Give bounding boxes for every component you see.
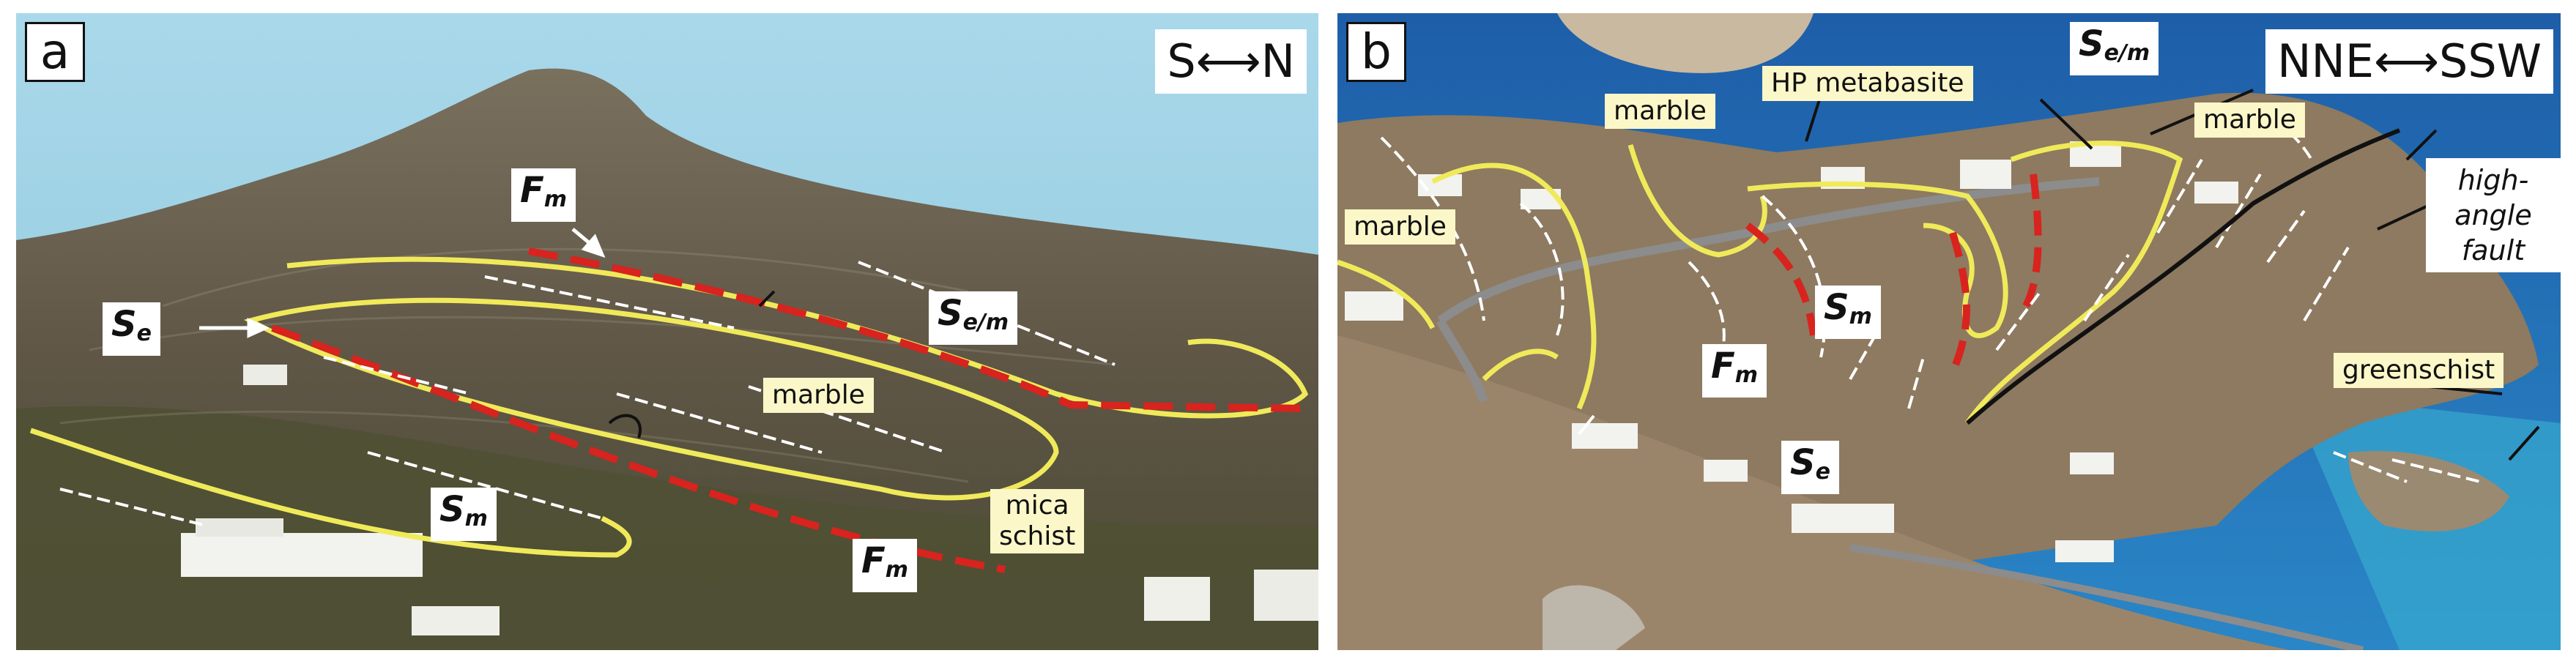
orientation-left: S [1167,34,1196,88]
label-fold-axis-b: Fm [1702,344,1767,398]
orientation-indicator-a: S⟷N [1155,29,1307,94]
orientation-left: NNE [2277,34,2375,88]
label-marble-right: marble [2194,102,2305,138]
double-arrow-icon: ⟷ [1195,34,1261,88]
double-arrow-icon: ⟷ [2374,34,2439,88]
coastline-photo-b [1337,13,2561,650]
label-fold-axis-bottom: Fm [853,539,918,592]
label-marble-left: marble [1345,209,1455,245]
panel-label-b: b [1346,22,1406,82]
orientation-right: SSW [2438,34,2542,88]
label-s-m: Sm [431,488,497,541]
orientation-right: N [1261,34,1295,88]
label-greenschist: greenschist [2334,353,2504,388]
hillside-photo-a [16,13,1318,650]
label-s-em-b: Se/m [2070,22,2159,75]
label-marble-top: marble [1605,94,1715,129]
panel-label-a: a [25,22,85,82]
label-s-e: Se [103,302,160,356]
label-fold-axis-top: Fm [511,168,576,222]
photo-panel-b: b NNE⟷SSW Se/m HP metabasite marble marb… [1337,13,2561,650]
label-marble: marble [763,378,874,413]
label-s-em: Se/m [929,291,1018,345]
label-hp-metabasite: HP metabasite [1762,66,1973,101]
orientation-indicator-b: NNE⟷SSW [2265,29,2553,94]
label-s-e-b: Se [1781,441,1839,494]
label-s-m-b: Sm [1815,286,1881,339]
